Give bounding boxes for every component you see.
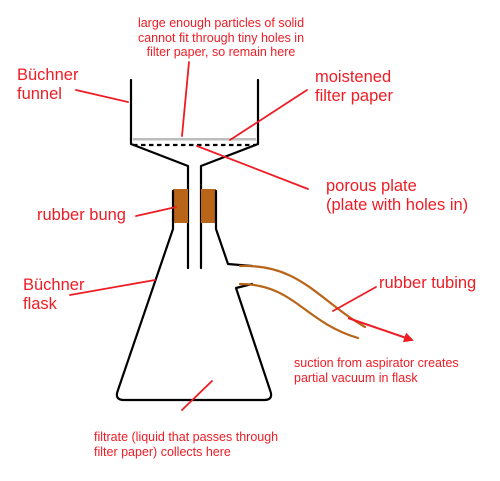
filtrate-note: filtrate (liquid that passes through fil… [94,430,278,459]
suction-note-line-2: partial vacuum in flask [294,370,418,385]
residue-note-line-1: large enough particles of solid [137,16,305,30]
rubber-tubing-label-line-1: rubber tubing [379,274,477,292]
rubber-bung-label-line-1: rubber bung [37,206,126,224]
pointer-buchner-flask [69,279,156,296]
pointer-rubber-bung [135,206,177,217]
pointer-filtrate [181,380,213,411]
buchner-flask [115,189,273,402]
buchner-flask-label-line-2: flask [23,295,57,313]
residue-note-line-2: cannot fit through tiny holes in [137,30,305,45]
filter-paper-label: moistened filter paper [315,68,393,106]
buchner-funnel-label-line-2: funnel [17,85,62,103]
residue-note-line-3: filter paper, so remain here [146,45,296,59]
buchner-flask-label-line-1: Büchner [23,276,85,294]
pointer-residue [181,61,190,137]
suction-note-line-1: suction from aspirator creates [294,356,459,370]
rubber-bung-label: rubber bung [37,206,126,225]
rubber-bung-right [201,189,216,223]
buchner-funnel-label-line-1: Büchner [17,66,79,84]
porous-plate-label: porous plate (plate with holes in) [326,177,468,215]
filtrate-note-line-1: filtrate (liquid that passes through [94,430,279,444]
buchner-funnel-label: Büchner funnel [17,66,78,104]
pointer-rubber-tubing [332,286,377,312]
filtrate-note-line-2: filter paper) collects here [94,444,231,459]
label-pointers [69,61,377,411]
rubber-tubing [238,264,367,340]
pointer-filter-paper [229,89,308,141]
filter-paper [133,138,256,141]
filter-paper-label-line-2: filter paper [315,87,393,105]
rubber-bung-left [173,189,188,223]
porous-plate-label-line-1: porous plate [326,177,417,195]
buchner-flask-label: Büchner flask [23,276,84,314]
pointer-porous-plate [196,145,309,190]
rubber-tubing-label: rubber tubing [379,274,476,293]
porous-plate-label-line-2: (plate with holes in) [326,196,469,214]
pointer-buchner-funnel [75,89,129,103]
suction-arrow [347,317,414,343]
filter-paper-label-line-1: moistened [315,68,392,86]
suction-note: suction from aspirator creates partial v… [294,356,459,385]
residue-note: large enough particles of solid cannot f… [112,16,330,60]
buchner-funnel [129,78,260,270]
